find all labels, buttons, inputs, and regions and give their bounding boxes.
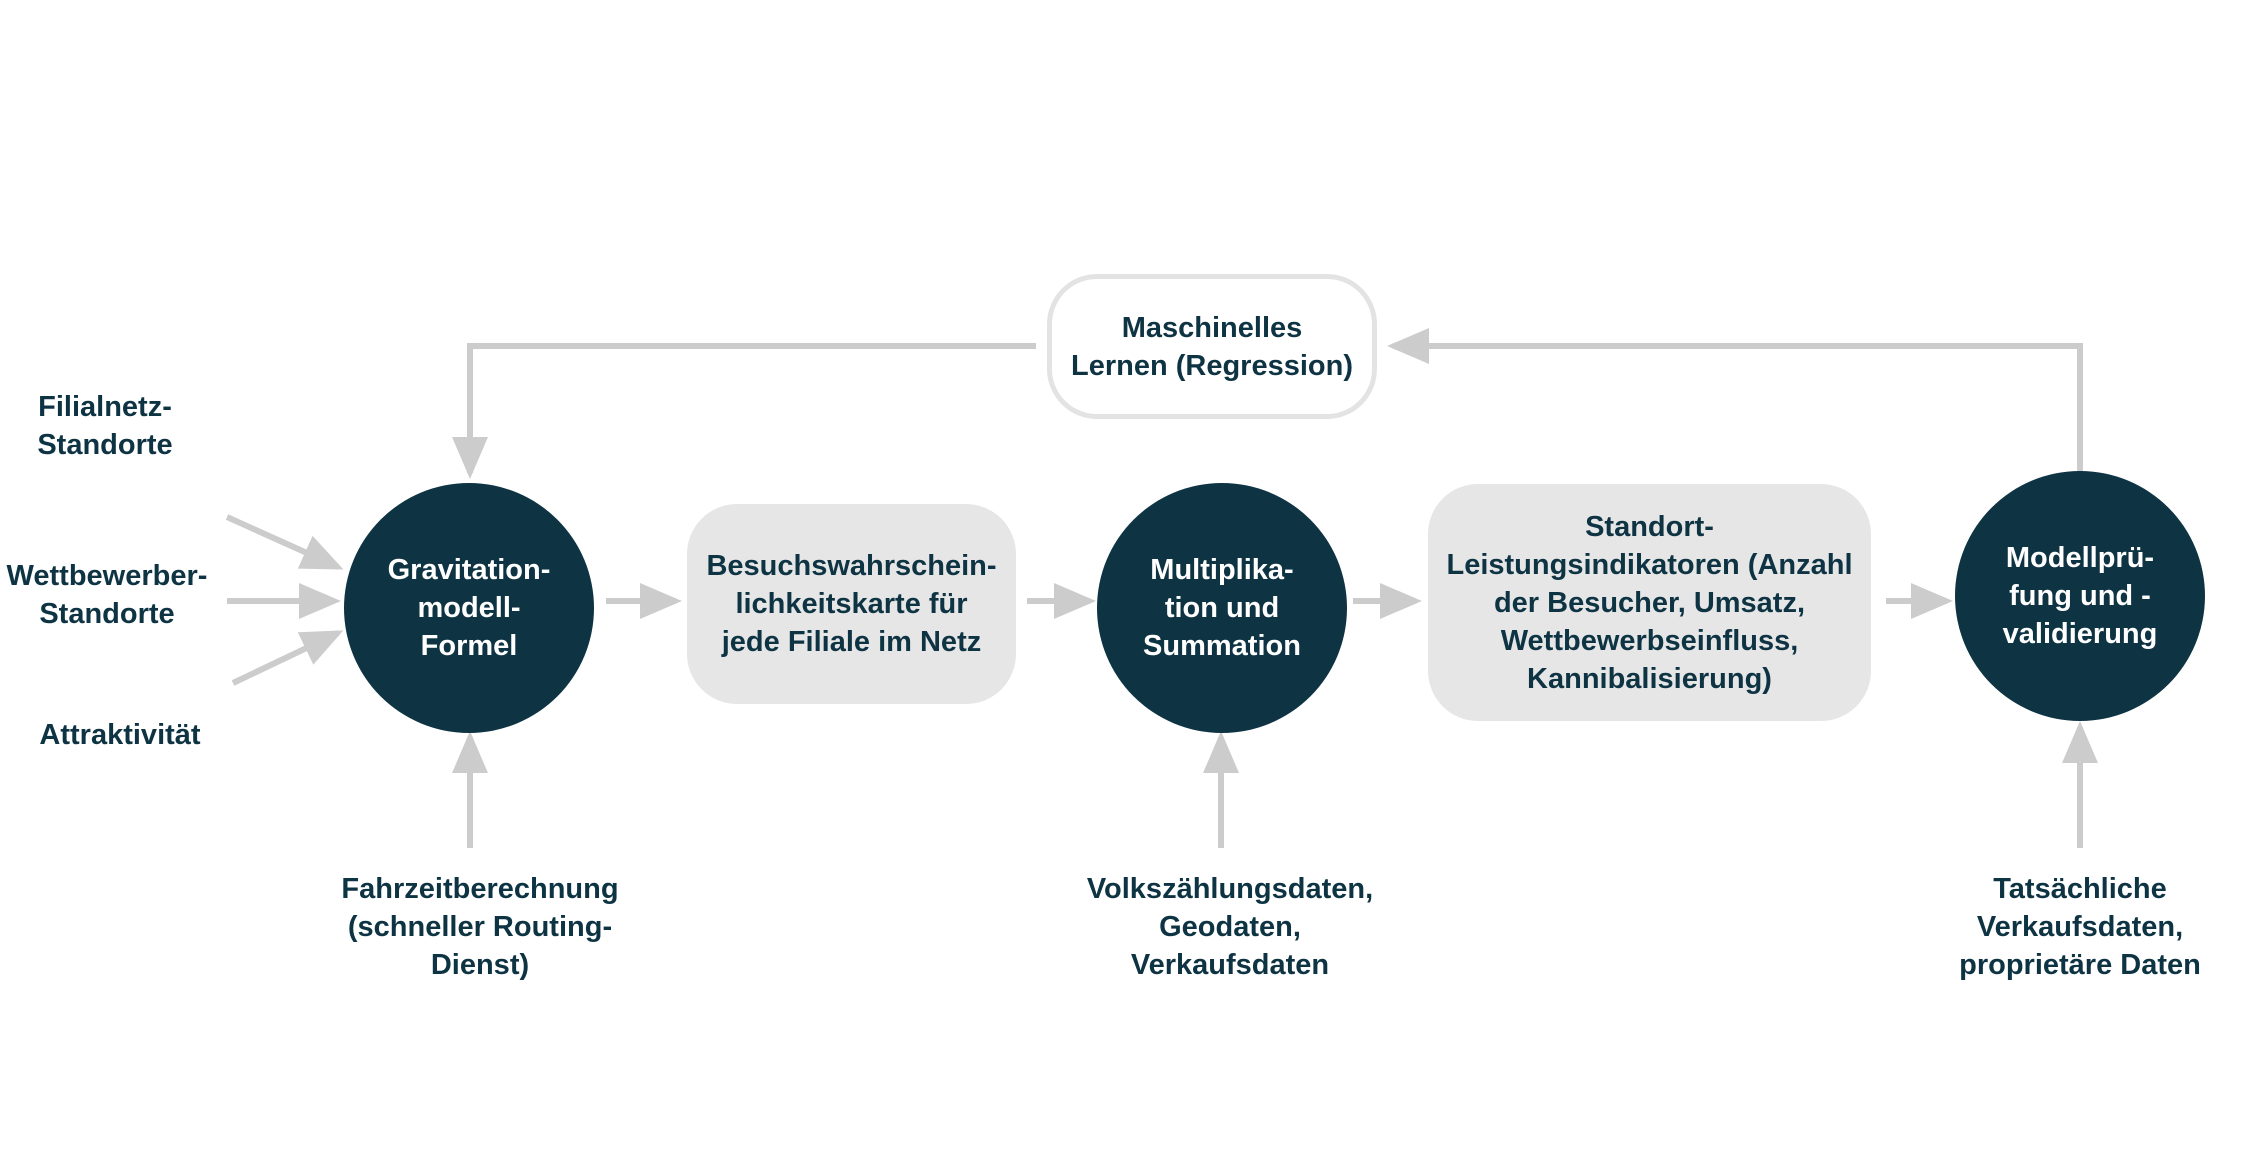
multiplikation-node [1097, 483, 1347, 733]
input-filialnetz-label: Filialnetz- Standorte [37, 391, 173, 461]
input-tatsaechliche-label: Tatsächliche Verkaufsdaten, proprietäre … [1959, 873, 2201, 981]
gravitation-label: Gravitation- modell- Formel [387, 554, 551, 662]
standort-node [1428, 484, 1871, 721]
input-attraktivitaet-label: Attraktivität [39, 719, 201, 751]
input-wettbewerber-label: Wettbewerber- Standorte [6, 560, 208, 630]
input-volkszaehlung-label: Volkszählungsdaten, Geodaten, Verkaufsda… [1086, 873, 1374, 981]
besuchs-label: Besuchswahrschein- lichkeitskarte für je… [706, 550, 997, 658]
arrow-attraktivitaet-to-gravitation [231, 630, 344, 686]
modellpruefung-node [1955, 471, 2205, 721]
maschinelles-node [1047, 274, 1377, 419]
multiplikation-label: Multiplika- tion und Summation [1143, 554, 1301, 662]
besuchs-node [687, 504, 1016, 704]
arrow-modellpruefung-to-maschinelles [1387, 328, 2083, 472]
standort-label: Standort- Leistungsindikatoren (Anzahl d… [1446, 510, 1853, 695]
modellpruefung-label: Modellprü- fung und - validierung [2002, 542, 2158, 650]
input-fahrzeit-label: Fahrzeitberechnung (schneller Routing- D… [341, 873, 619, 981]
arrow-maschinelles-to-gravitation [452, 343, 1036, 479]
gravitation-node [344, 483, 594, 733]
arrow-filialnetz-to-gravitation [225, 514, 344, 570]
maschinelles-label: Maschinelles Lernen (Regression) [1071, 311, 1353, 382]
